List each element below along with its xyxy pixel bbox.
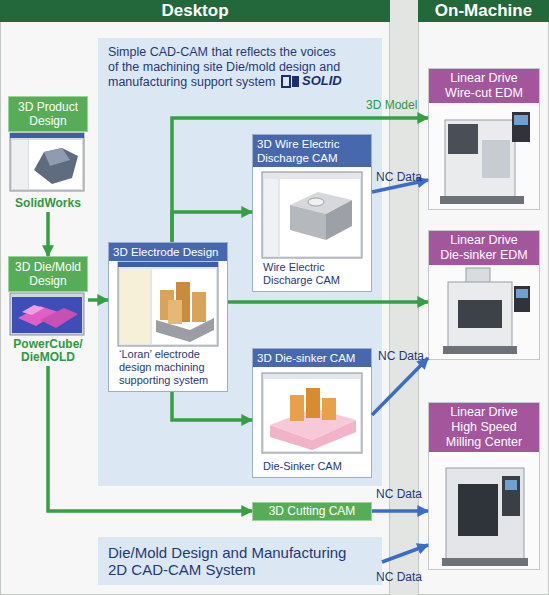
- cam-box: 3D Die-sinker CAM Die-Sinker CAM: [252, 348, 372, 478]
- node-caption: ‘Loran’ electrode design machining suppo…: [119, 348, 221, 387]
- column-band: DesktopSimple CAD-CAM that reflects the …: [0, 0, 390, 595]
- node-heading: 3D Electrode Design: [109, 243, 227, 261]
- design-box: 3D Product DesignSolidWorks: [8, 96, 88, 212]
- flow-arrow: [88, 298, 108, 302]
- machine-box: Linear Drive Die-sinker EDM: [428, 230, 540, 360]
- node-heading: Desktop: [0, 0, 390, 22]
- edge-label: NC Data: [376, 570, 422, 584]
- node-heading: Linear Drive Die-sinker EDM: [429, 231, 539, 265]
- system-band: Die/Mold Design and Manufacturing 2D CAD…: [98, 537, 382, 585]
- cam-box: 3D Wire Electric Discharge CAM Wire Elect…: [252, 134, 372, 292]
- flow-arrow: [172, 118, 428, 242]
- machine-box: Linear Drive High Speed Milling Center: [428, 402, 540, 570]
- edge-label: NC Data: [376, 170, 422, 184]
- flow-arrow: [372, 509, 428, 513]
- node-heading: 3D Cutting CAM: [253, 503, 371, 520]
- flow-arrow: [172, 212, 252, 242]
- system-region: Simple CAD-CAM that reflects the voices …: [98, 38, 382, 486]
- column-band: On-MachineLinear Drive Wire-cut EDM Linea…: [418, 0, 549, 595]
- node-caption: Wire Electric Discharge CAM: [263, 261, 365, 287]
- node-caption: PowerCube/ DieMOLD: [8, 338, 88, 364]
- flow-arrow: [372, 358, 428, 415]
- edge-label: NC Data: [376, 487, 422, 501]
- flow-arrow: [382, 545, 428, 562]
- design-box: 3D Die/Mold DesignPowerCube/ DieMOLD: [8, 256, 88, 366]
- node-caption: Die-Sinker CAM: [263, 460, 365, 473]
- node-heading: Linear Drive High Speed Milling Center: [429, 403, 539, 452]
- machine-box: Linear Drive Wire-cut EDM: [428, 68, 540, 210]
- flow-arrow: [46, 212, 50, 256]
- flow-arrow: [228, 300, 428, 304]
- flow-arrow: [48, 366, 252, 511]
- node-caption: SolidWorks: [8, 197, 88, 210]
- node-heading: Die/Mold Design and Manufacturing 2D CAD…: [108, 544, 358, 578]
- node-heading: Linear Drive Wire-cut EDM: [429, 69, 539, 103]
- product-logo: SOLID: [302, 74, 342, 88]
- node-heading: 3D Wire Electric Discharge CAM: [253, 135, 371, 167]
- edge-label: 3D Model: [366, 98, 417, 112]
- edge-label: NC Data: [378, 349, 424, 363]
- cam-pill: 3D Cutting CAM: [252, 502, 372, 521]
- cam-box: 3D Electrode Design ‘Loran’ electrode des…: [108, 242, 228, 392]
- node-heading: On-Machine: [418, 0, 549, 22]
- node-heading: 3D Die-sinker CAM: [253, 349, 371, 367]
- node-heading: 3D Product Design: [8, 96, 88, 132]
- flow-arrow: [172, 392, 252, 420]
- flow-arrow: [372, 180, 428, 192]
- node-heading: 3D Die/Mold Design: [8, 256, 88, 292]
